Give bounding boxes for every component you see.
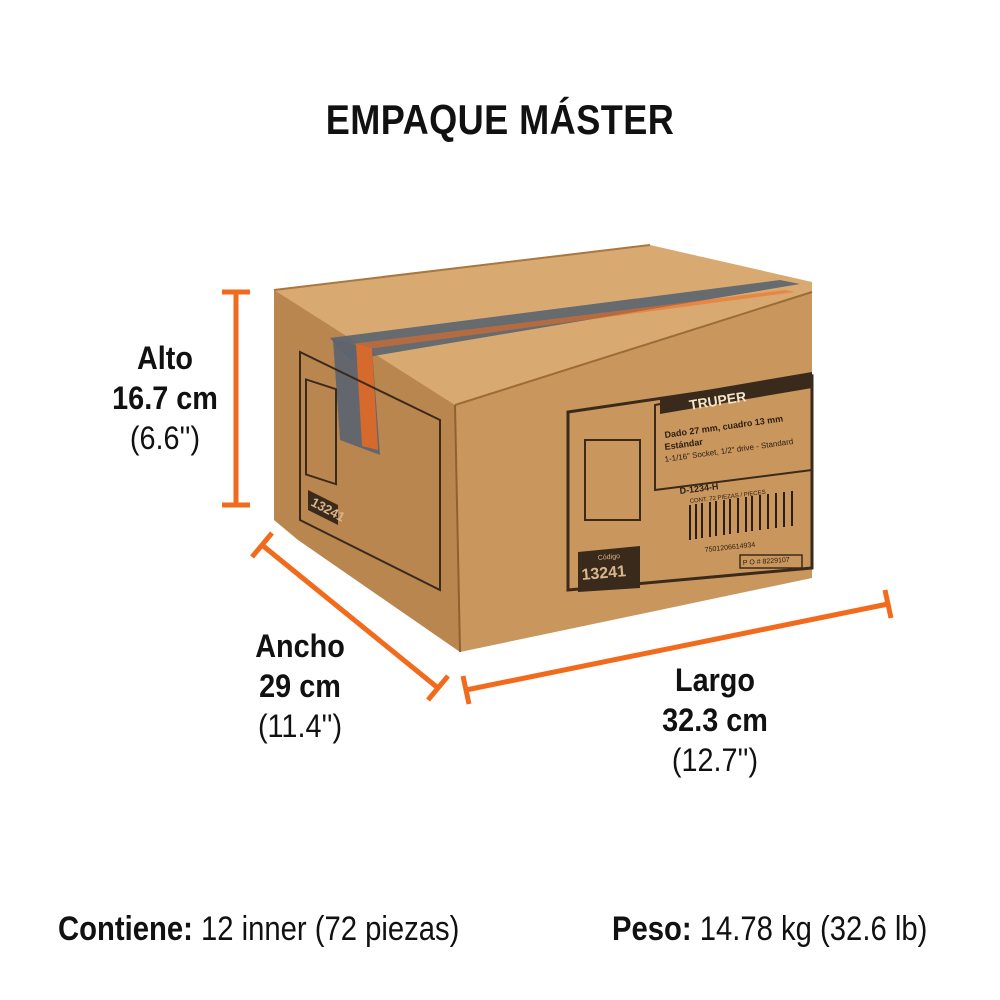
ancho-label: Ancho: [255, 628, 345, 664]
alto-metric: 16.7 cm: [112, 380, 218, 416]
contents-value: 12 inner (72 piezas): [200, 910, 460, 948]
label-po: P O # 8229107: [743, 557, 790, 567]
largo-label: Largo: [674, 662, 755, 698]
weight-info: Peso: 14.78 kg (32.6 lb): [612, 910, 927, 949]
weight-value: 14.78 kg (32.6 lb): [699, 910, 928, 948]
ancho-marker: [250, 531, 450, 702]
largo-dimension: Largo 32.3 cm (12.7''): [630, 660, 800, 780]
label-codigo: 13241: [581, 563, 627, 584]
weight-label: Peso:: [612, 910, 692, 948]
ancho-imperial: (11.4''): [257, 708, 343, 744]
alto-imperial: (6.6''): [129, 420, 201, 456]
box-front: [455, 292, 812, 652]
alto-label: Alto: [137, 340, 193, 376]
contents-label: Contiene:: [58, 910, 193, 948]
largo-imperial: (12.7''): [671, 742, 759, 778]
label-codigo-label: Código: [598, 553, 621, 562]
ancho-metric: 29 cm: [259, 668, 341, 704]
largo-metric: 32.3 cm: [662, 702, 768, 738]
side-label: [299, 350, 441, 592]
largo-marker: [460, 589, 894, 705]
front-label: [566, 372, 814, 592]
alto-marker: [222, 289, 250, 508]
box-side: [274, 290, 460, 652]
label-clave: D-1234-H: [679, 481, 719, 496]
contents-info: Contiene: 12 inner (72 piezas): [58, 910, 459, 949]
page-title: EMPAQUE MÁSTER: [325, 96, 675, 143]
cardboard-box: TRUPER Dado 27 mm, cuadro 13 mm Estándar…: [273, 244, 814, 653]
ancho-dimension: Ancho 29 cm (11.4''): [230, 626, 370, 746]
alto-dimension: Alto 16.7 cm (6.6''): [95, 338, 235, 458]
